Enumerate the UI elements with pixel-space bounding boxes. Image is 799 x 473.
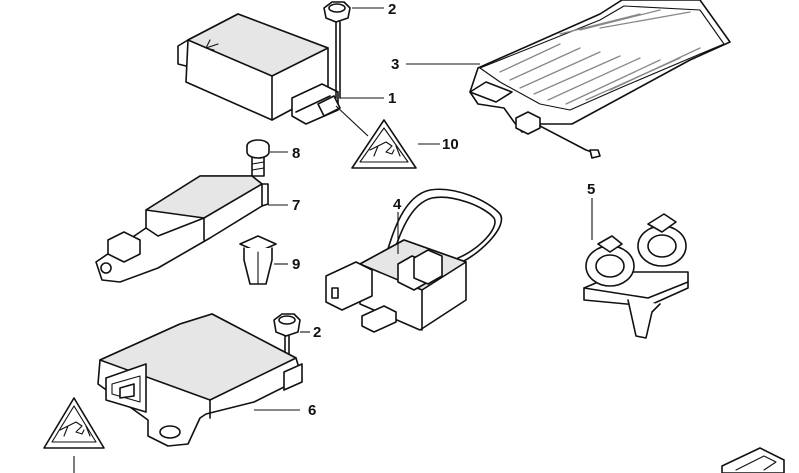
callout-2-top: 2 — [388, 1, 396, 18]
double-clip — [583, 213, 689, 339]
callout-4: 4 — [393, 196, 402, 213]
screw — [246, 139, 270, 177]
leader-1b — [335, 105, 369, 137]
corner-document-icon — [721, 447, 785, 473]
sensor-mat — [469, 0, 731, 159]
callout-3: 3 — [391, 56, 399, 73]
nut-top — [323, 1, 351, 99]
control-unit-bottom — [97, 313, 303, 447]
wiring-harness — [325, 188, 503, 333]
callout-10: 10 — [442, 136, 459, 153]
control-unit-top — [177, 13, 341, 125]
callout-8: 8 — [292, 145, 300, 162]
warning-label-bottom — [43, 397, 105, 449]
callout-labels: 1 2 3 4 5 6 7 8 9 10 2 — [292, 1, 595, 419]
callout-7: 7 — [292, 197, 300, 214]
expansion-nut — [239, 235, 277, 285]
callout-5: 5 — [587, 181, 595, 198]
sensor-module — [95, 175, 269, 283]
callout-6: 6 — [308, 402, 316, 419]
leader-lines — [73, 7, 593, 473]
callout-9: 9 — [292, 256, 300, 273]
callout-2-bottom: 2 — [313, 324, 321, 341]
warning-label-top — [351, 119, 417, 169]
callout-1: 1 — [388, 90, 396, 107]
